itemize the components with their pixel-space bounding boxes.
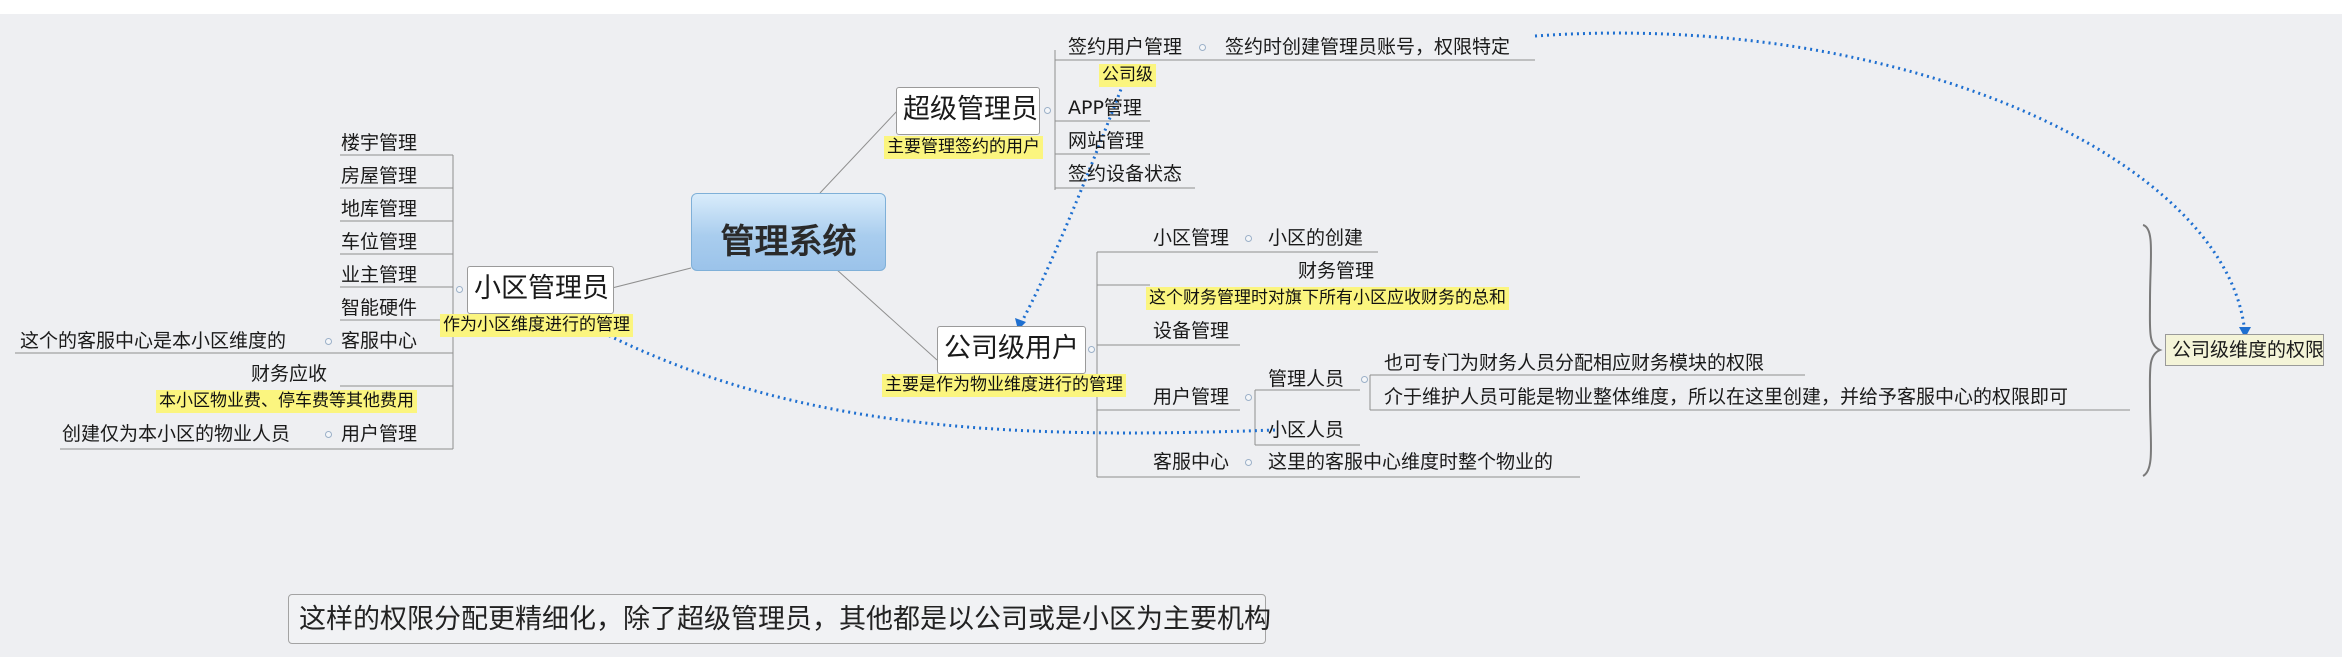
community-admin-node[interactable]: 小区管理员 xyxy=(467,266,614,314)
collapse-toggle-icon[interactable] xyxy=(456,286,463,293)
collapse-toggle-icon[interactable] xyxy=(1044,107,1051,114)
user-mgmt-detail[interactable]: 介于维护人员可能是物业整体维度，所以在这里创建，并给予客服中心的权限即可 xyxy=(1384,386,2069,408)
company-child-label[interactable]: 小区管理 xyxy=(1153,227,1230,249)
collapse-toggle-icon[interactable] xyxy=(1245,394,1252,401)
floating-topic-label: 这样的权限分配更精细化，除了超级管理员，其他都是以公司或是小区为主要机构 xyxy=(299,604,1271,635)
collapse-toggle-icon[interactable] xyxy=(1199,44,1206,51)
community-child-note: 本小区物业费、停车费等其他费用 xyxy=(156,390,417,413)
floating-topic[interactable]: 这样的权限分配更精细化，除了超级管理员，其他都是以公司或是小区为主要机构 xyxy=(288,594,1271,644)
community-child-label[interactable]: 客服中心 xyxy=(341,330,418,352)
super-child-label[interactable]: 签约用户管理 xyxy=(1068,36,1183,58)
community-admin-note: 作为小区维度进行的管理 xyxy=(440,314,633,337)
community-child-label[interactable]: 智能硬件 xyxy=(341,297,418,319)
mindmap-canvas xyxy=(0,14,2342,657)
community-child-label[interactable]: 地库管理 xyxy=(341,198,418,220)
connector-central-super xyxy=(819,109,899,194)
central-node-label: 管理系统 xyxy=(720,222,857,262)
connector-central-company xyxy=(835,268,938,361)
user-mgmt-detail[interactable]: 也可专门为财务人员分配相应财务模块的权限 xyxy=(1384,352,1765,374)
company-child-detail[interactable]: 小区的创建 xyxy=(1268,227,1364,249)
super-admin-label: 超级管理员 xyxy=(903,94,1038,125)
super-child-detail[interactable]: 签约时创建管理员账号，权限特定 xyxy=(1225,36,1511,58)
community-child-label[interactable]: 楼宇管理 xyxy=(341,132,418,154)
company-child-label[interactable]: 财务管理 xyxy=(1298,260,1375,282)
connector-central-community xyxy=(611,267,692,289)
company-child-label[interactable]: 用户管理 xyxy=(1153,386,1230,408)
community-child-label[interactable]: 房屋管理 xyxy=(341,165,418,187)
company-child-detail[interactable]: 这里的客服中心维度时整个物业的 xyxy=(1268,451,1554,473)
user-mgmt-child-label[interactable]: 小区人员 xyxy=(1268,419,1345,441)
company-child-label[interactable]: 客服中心 xyxy=(1153,451,1230,473)
collapse-toggle-icon[interactable] xyxy=(1088,346,1095,353)
super-admin-node[interactable]: 超级管理员 xyxy=(896,87,1040,135)
super-child-label[interactable]: 网站管理 xyxy=(1068,130,1145,152)
community-child-detail[interactable]: 创建仅为本小区的物业人员 xyxy=(62,423,291,445)
collapse-toggle-icon[interactable] xyxy=(1245,459,1252,466)
relation-line-scope xyxy=(1534,31,2247,335)
collapse-toggle-icon[interactable] xyxy=(325,431,332,438)
company-child-note: 这个财务管理时对旗下所有小区应收财务的总和 xyxy=(1146,287,1509,310)
company-user-node[interactable]: 公司级用户 xyxy=(937,326,1086,374)
collapse-toggle-icon[interactable] xyxy=(1245,235,1252,242)
community-admin-label: 小区管理员 xyxy=(474,273,609,304)
community-child-label[interactable]: 车位管理 xyxy=(341,231,418,253)
collapse-toggle-icon[interactable] xyxy=(325,338,332,345)
community-child-detail[interactable]: 这个的客服中心是本小区维度的 xyxy=(20,330,287,352)
community-child-label[interactable]: 业主管理 xyxy=(341,264,418,286)
summary-label: 公司级维度的权限 xyxy=(2172,339,2325,361)
collapse-toggle-icon[interactable] xyxy=(1361,376,1368,383)
user-mgmt-child-label[interactable]: 管理人员 xyxy=(1268,368,1345,390)
company-user-label: 公司级用户 xyxy=(944,333,1079,364)
super-child-note: 公司级 xyxy=(1099,64,1156,87)
community-child-label[interactable]: 财务应收 xyxy=(251,363,328,385)
super-admin-note: 主要管理签约的用户 xyxy=(884,136,1043,159)
company-user-note: 主要是作为物业维度进行的管理 xyxy=(882,374,1126,397)
super-child-label[interactable]: APP管理 xyxy=(1068,97,1142,119)
relation-line-community xyxy=(574,316,1276,435)
summary-node[interactable]: 公司级维度的权限 xyxy=(2165,334,2324,366)
company-child-label[interactable]: 设备管理 xyxy=(1153,320,1230,342)
community-child-label[interactable]: 用户管理 xyxy=(341,423,418,445)
central-node[interactable]: 管理系统 xyxy=(691,193,886,271)
super-child-label[interactable]: 签约设备状态 xyxy=(1068,163,1183,185)
